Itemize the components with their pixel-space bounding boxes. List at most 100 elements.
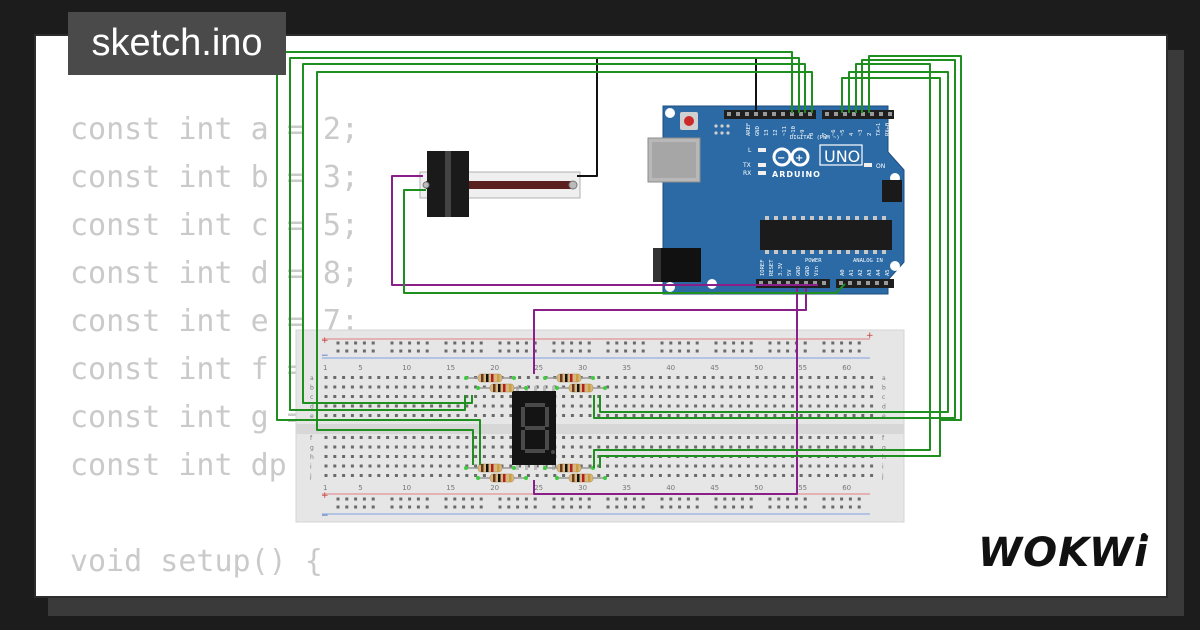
led-on-label: ON xyxy=(876,163,885,170)
pin-label: A2 xyxy=(858,269,864,276)
pin-label: A5 xyxy=(885,269,891,276)
column-number: 45 xyxy=(710,484,719,492)
row-letter: c xyxy=(310,394,313,401)
column-number: 15 xyxy=(446,364,455,372)
arduino-model: UNO xyxy=(824,147,860,166)
column-number: 1 xyxy=(323,364,327,372)
column-number: 55 xyxy=(798,364,807,372)
resistor xyxy=(464,463,516,473)
column-number: 60 xyxy=(842,484,851,492)
code-line: const int d = 8; xyxy=(70,256,359,291)
code-line: pinMode(a, OUTPUT); xyxy=(70,586,449,596)
preview-card: const int a = 2; const int b = 3; const in… xyxy=(34,34,1168,598)
column-number: 25 xyxy=(534,364,543,372)
analog-header-label: ANALOG IN xyxy=(853,258,883,264)
row-letter: g xyxy=(882,445,886,452)
pin-label: 7 xyxy=(822,133,828,136)
rail-minus-bottom: − xyxy=(321,511,329,521)
resistor xyxy=(476,383,528,393)
pin-label: IOREF xyxy=(760,259,766,276)
pin-label: AREF xyxy=(746,123,752,136)
column-number: 55 xyxy=(798,484,807,492)
column-number: 5 xyxy=(358,364,362,372)
pin-label: 13 xyxy=(764,129,770,136)
column-number: 35 xyxy=(622,484,631,492)
row-letter: f xyxy=(882,435,885,442)
pin-label: A0 xyxy=(840,269,846,276)
pin-label: 12 xyxy=(773,129,779,136)
pin-label: GND xyxy=(805,266,811,276)
row-letter: f xyxy=(310,435,313,442)
power-header-label: POWER xyxy=(805,258,822,264)
code-line: const int e = 7; xyxy=(70,304,359,339)
resistor xyxy=(543,373,595,383)
column-number: 40 xyxy=(666,484,675,492)
digital-header-label: DIGITAL (PWM ~) xyxy=(790,135,840,141)
column-number: 35 xyxy=(622,364,631,372)
row-letter: d xyxy=(310,404,314,411)
row-letter: c xyxy=(882,394,885,401)
column-number: 10 xyxy=(402,484,411,492)
column-number: 20 xyxy=(490,364,499,372)
wokwi-logo: WOKWi xyxy=(978,530,1149,576)
column-number: 10 xyxy=(402,364,411,372)
led-l-label: L xyxy=(748,147,752,154)
row-letter: j xyxy=(881,473,884,480)
resistor xyxy=(476,473,528,483)
row-letter: h xyxy=(310,454,314,461)
arduino-logo-icon: − + xyxy=(772,147,810,167)
row-letter: e xyxy=(310,413,314,420)
pin-label: 3.3V xyxy=(778,262,784,276)
column-number: 5 xyxy=(358,484,362,492)
code-background: const int a = 2; const int b = 3; const in… xyxy=(70,106,449,596)
row-letter: d xyxy=(882,404,886,411)
svg-text:+: + xyxy=(795,153,803,164)
arduino-uno: − + ARDUINO UNO DIGITAL (PWM ~) POWER AN… xyxy=(647,105,905,295)
rail-plus-bottom: + xyxy=(321,491,329,501)
row-letter: i xyxy=(310,464,312,471)
pin-label: A4 xyxy=(876,269,882,276)
led-rx-label: RX xyxy=(743,170,751,177)
code-line: const int a = 2; xyxy=(70,112,359,147)
arduino-brand: ARDUINO xyxy=(772,170,821,179)
row-letter: a xyxy=(882,375,886,382)
led-tx-label: TX xyxy=(742,162,751,169)
wokwi-logo-text: WOKWi xyxy=(978,530,1149,576)
column-number: 15 xyxy=(446,484,455,492)
column-number: 50 xyxy=(754,484,763,492)
column-number: 25 xyxy=(534,484,543,492)
file-tab[interactable]: sketch.ino xyxy=(68,12,286,75)
row-letter: i xyxy=(882,464,884,471)
resistor xyxy=(555,473,607,483)
row-letter: b xyxy=(310,385,314,392)
column-number: 40 xyxy=(666,364,675,372)
column-number: 1 xyxy=(323,484,327,492)
wires xyxy=(276,51,962,495)
pin-label: ~11 xyxy=(782,126,788,136)
pin-label: 5V xyxy=(787,269,793,276)
pin-label: Vin xyxy=(814,266,820,276)
pin-label: A3 xyxy=(867,269,873,276)
pin-label: RX←0 xyxy=(885,123,891,136)
rail-plus-top: + xyxy=(321,336,329,346)
row-letter: a xyxy=(310,375,314,382)
column-number: 30 xyxy=(578,484,587,492)
pin-label: ~9 xyxy=(800,129,806,136)
column-number: 45 xyxy=(710,364,719,372)
row-letter: g xyxy=(310,445,314,452)
pin-label: 8 xyxy=(809,133,815,136)
slide-potentiometer xyxy=(419,151,581,217)
pin-label: GND xyxy=(796,266,802,276)
pin-label: TX→1 xyxy=(876,123,882,136)
column-number: 60 xyxy=(842,364,851,372)
code-line: const int b = 3; xyxy=(70,160,359,195)
resistor xyxy=(555,383,607,393)
pin-label: 4 xyxy=(849,132,855,136)
pin-label: ~3 xyxy=(858,129,864,136)
pin-label: 2 xyxy=(867,133,873,136)
pin-label: ~10 xyxy=(791,126,797,136)
column-number: 20 xyxy=(490,484,499,492)
rail-plus-top-right: + xyxy=(866,331,874,341)
pin-label: GND xyxy=(755,126,761,136)
